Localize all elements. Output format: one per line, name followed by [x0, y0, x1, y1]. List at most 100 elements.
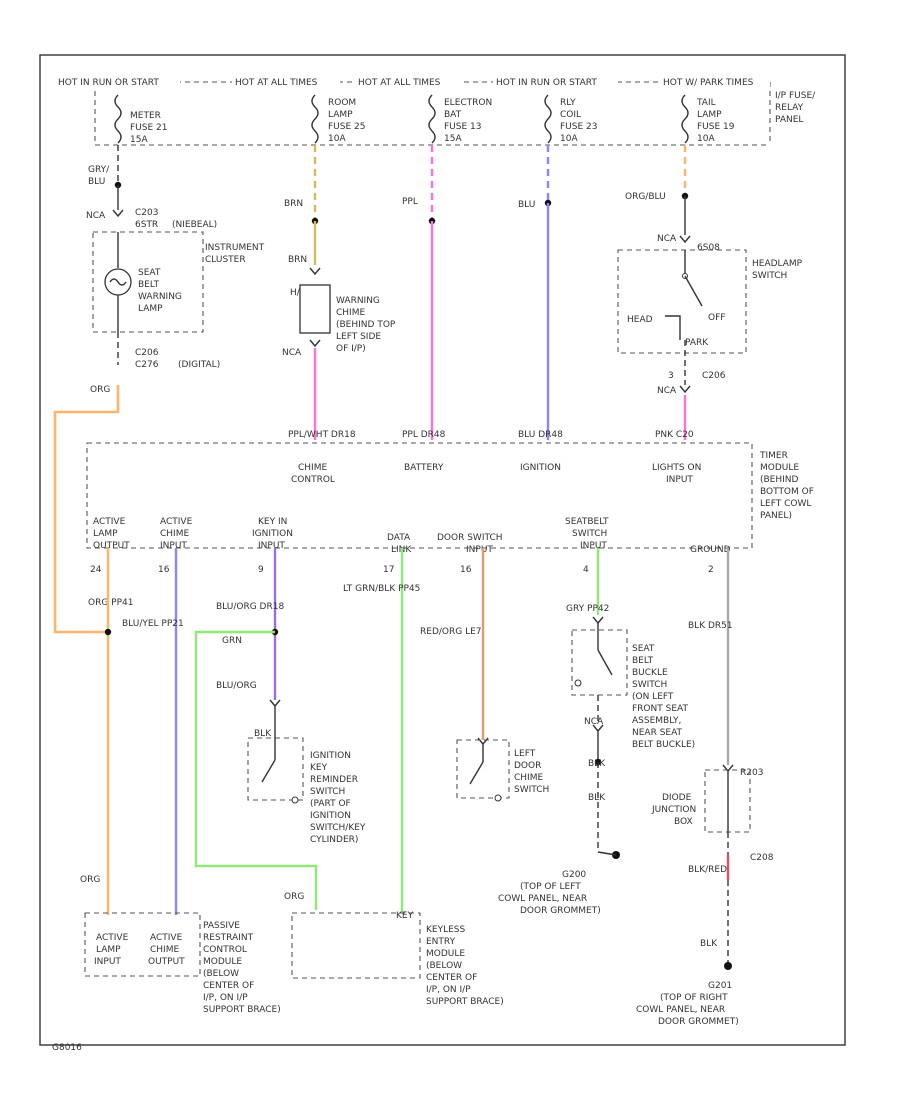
bfunc-5b: INPUT: [466, 545, 493, 555]
rm-pin2-b: CHIME: [150, 945, 179, 955]
headlamp-switch-box: [617, 249, 747, 354]
g201-desc-2: COWL PANEL, NEAR: [636, 1005, 725, 1015]
rm-label-3: CONTROL: [203, 945, 247, 955]
buckle-label-2: BELT: [632, 656, 654, 666]
bpin-9: 9: [258, 565, 264, 575]
door-label-1: LEFT: [514, 749, 536, 759]
pin-battery: PPL DR48: [402, 430, 446, 440]
pin-chime-control: PPL/WHT DR18: [288, 430, 356, 440]
fuse-meter-l3: 15A: [130, 135, 148, 145]
ign-label-6: IGNITION: [310, 811, 351, 821]
ign-label-7: SWITCH/KEY: [310, 823, 366, 833]
org-label: ORG: [90, 385, 110, 395]
branch-rly: BLU: [518, 145, 552, 440]
rm-pin1-c: INPUT: [94, 957, 121, 967]
footer-code: G8016: [52, 1043, 82, 1053]
timer-label-4: BOTTOM OF: [760, 487, 814, 497]
cluster-label-2: CLUSTER: [205, 255, 246, 265]
wire-orange-loop: [53, 385, 120, 634]
km-label-4: (BELOW: [426, 961, 462, 971]
tag-blu-org-dr: BLU/ORG DR18: [216, 602, 284, 612]
chime-label-4: LEFT SIDE: [336, 332, 381, 342]
fuse-electron-bat: ELECTRON BAT FUSE 13 15A: [428, 94, 492, 144]
blu-label: BLU: [518, 200, 535, 210]
passive-restraint-module: ACTIVE LAMP INPUT ACTIVE CHIME OUTPUT PA…: [84, 912, 281, 1015]
g200-desc-1: (TOP OF LEFT: [520, 882, 581, 892]
fuse-rly-l2: COIL: [560, 110, 581, 120]
warning-chime-box: [299, 284, 331, 334]
rm-label-4: MODULE: [203, 957, 242, 967]
digital-label: (DIGITAL): [178, 360, 220, 370]
pin-lights-on: PNK C20: [655, 430, 694, 440]
func-lights-1: LIGHTS ON: [652, 463, 701, 473]
lamp-label-1: SEAT: [138, 268, 161, 278]
fuse-elec-l3: FUSE 13: [444, 122, 481, 132]
door-chime-switch: LEFT DOOR CHIME SWITCH: [456, 737, 549, 802]
buckle-label-8: NEAR SEAT: [632, 728, 683, 738]
power-label-5: HOT W/ PARK TIMES: [663, 78, 754, 88]
fuse-tail-l1: TAIL: [696, 98, 716, 108]
tag-blu-org: BLU/ORG: [216, 681, 257, 691]
jbox-label-2: JUNCTION: [651, 805, 696, 815]
bfunc-6b: SWITCH: [572, 529, 607, 539]
tag-red-org: RED/ORG LE7: [420, 627, 482, 637]
bpin-17: 17: [383, 565, 394, 575]
seat-belt-buckle-switch: SEAT BELT BUCKLE SWITCH (ON LEFT FRONT S…: [571, 616, 695, 859]
brn2-label: BRN: [288, 255, 307, 265]
keyless-module-box: [291, 912, 421, 979]
branch-meter: GRY/ BLU NCA C203 6STR (NIEBEAL) INSTRUM…: [86, 145, 265, 395]
bfunc-3c: INPUT: [258, 541, 285, 551]
brn-label: BRN: [284, 199, 303, 209]
g201-desc-1: (TOP OF RIGHT: [660, 993, 728, 1003]
buckle-label-1: SEAT: [632, 644, 655, 654]
c203-label: C203: [135, 208, 158, 218]
fuse-room-l4: 10A: [328, 134, 346, 144]
buckle-switch-terminal: [574, 679, 582, 687]
off-label: OFF: [708, 313, 725, 323]
rm-label-7: I/P, ON I/P: [203, 993, 248, 1003]
door-label-3: CHIME: [514, 773, 543, 783]
jbox-label-1: DIODE: [662, 793, 692, 803]
c203-pin: 6STR: [135, 220, 158, 230]
switch-connector: 6S08: [697, 243, 720, 253]
nca-buckle: NCA: [584, 717, 604, 727]
ign-label-3: REMINDER: [310, 775, 358, 785]
gry-blu-2: BLU: [88, 177, 105, 187]
lamp-label-2: BELT: [138, 280, 160, 290]
fuse-meter: METER FUSE 21 15A: [114, 94, 167, 145]
rm-label-2: RESTRAINT: [203, 933, 254, 943]
power-label-2: HOT AT ALL TIMES: [235, 78, 318, 88]
bfunc-1b: LAMP: [93, 529, 118, 539]
pin-ignition: BLU DR48: [518, 430, 563, 440]
func-chime-2: CONTROL: [291, 475, 335, 485]
bfunc-2a: ACTIVE: [160, 517, 193, 527]
tag-org-low2: ORG: [284, 892, 304, 902]
km-label-1: KEYLESS: [426, 925, 465, 935]
fuse-room-lamp: ROOM LAMP FUSE 25 10A: [311, 94, 365, 144]
org-blu-label: ORG/BLU: [625, 192, 666, 202]
fuse-elec-l2: BAT: [444, 110, 462, 120]
tag-blk-dr: BLK DR51: [688, 621, 733, 631]
g200-desc-3: DOOR GROMMET): [520, 906, 601, 916]
chime-label-5: OF I/P): [336, 344, 366, 354]
bpin-24: 24: [90, 565, 102, 575]
door-switch-terminal: [494, 794, 502, 802]
jbox-connector: R203: [740, 768, 763, 778]
fuse-tail-l2: LAMP: [697, 110, 722, 120]
timer-label-3: (BEHIND: [760, 475, 799, 485]
g200-id: G200: [562, 870, 586, 880]
buckle-label-4: SWITCH: [632, 680, 667, 690]
wire-green-loop: [194, 630, 318, 910]
fuse-meter-l1: METER: [130, 111, 161, 121]
instrument-cluster-box: [92, 231, 204, 333]
fuse-elec-l4: 15A: [444, 134, 462, 144]
bfunc-2c: INPUT: [160, 541, 187, 551]
door-switch-box: [456, 739, 510, 799]
ignition-switch-terminal: [291, 796, 299, 804]
rm-label-1: PASSIVE: [203, 921, 240, 931]
g201-id: G201: [708, 981, 732, 991]
buckle-switch-box: [571, 629, 628, 696]
fuse-rly-coil: RLY COIL FUSE 23 10A: [544, 94, 597, 144]
fuse-rly-l3: FUSE 23: [560, 122, 597, 132]
ign-label-8: CYLINDER): [310, 835, 358, 845]
